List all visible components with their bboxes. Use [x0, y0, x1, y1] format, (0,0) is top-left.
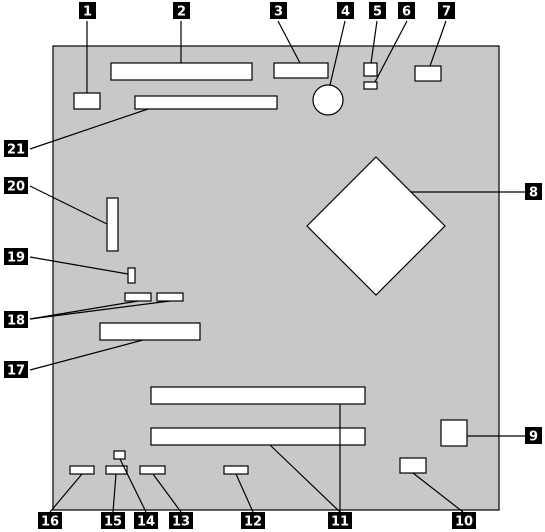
part-3-connector — [274, 63, 328, 78]
part-4-battery — [313, 85, 343, 115]
callout-18: 18 — [4, 311, 28, 329]
callout-11: 11 — [328, 512, 352, 530]
callout-label: 5 — [373, 5, 382, 20]
callout-label: 17 — [7, 364, 25, 379]
callout-label: 20 — [7, 180, 25, 195]
part-2-connector — [111, 63, 252, 80]
callout-label: 7 — [442, 5, 451, 20]
callout-label: 16 — [41, 515, 59, 530]
callout-7: 7 — [438, 2, 455, 20]
part-18-connector-right — [157, 293, 183, 301]
callout-label: 14 — [137, 515, 155, 530]
callout-2: 2 — [173, 2, 190, 20]
callout-label: 11 — [331, 515, 349, 530]
callout-19: 19 — [4, 248, 28, 266]
callout-15: 15 — [101, 512, 125, 530]
callout-label: 15 — [104, 515, 122, 530]
callout-label: 8 — [529, 186, 538, 201]
callout-5: 5 — [369, 2, 386, 20]
callout-label: 10 — [455, 515, 473, 530]
part-7-connector — [415, 66, 441, 81]
callout-1: 1 — [79, 2, 96, 20]
callout-label: 21 — [7, 143, 25, 158]
callout-17: 17 — [4, 361, 28, 379]
callout-3: 3 — [270, 2, 287, 20]
part-5-jumper — [364, 63, 377, 76]
callout-14: 14 — [134, 512, 158, 530]
callout-6: 6 — [398, 2, 415, 20]
callout-20: 20 — [4, 177, 28, 195]
callout-label: 1 — [83, 5, 92, 20]
part-17-connector — [100, 323, 200, 340]
part-18-connector-left — [125, 293, 151, 301]
part-10-connector — [400, 458, 426, 473]
callout-label: 13 — [172, 515, 190, 530]
callout-12: 12 — [241, 512, 265, 530]
callout-label: 6 — [402, 5, 411, 20]
callout-13: 13 — [169, 512, 193, 530]
callout-label: 19 — [7, 251, 25, 266]
part-9-connector — [441, 420, 467, 446]
callout-16: 16 — [38, 512, 62, 530]
part-14-connector — [114, 451, 125, 459]
callout-21: 21 — [4, 140, 28, 158]
callout-label: 18 — [7, 314, 25, 329]
part-11-slot-lower — [151, 428, 365, 445]
callout-9: 9 — [525, 427, 542, 445]
callout-label: 2 — [177, 5, 186, 20]
callout-10: 10 — [452, 512, 476, 530]
callout-label: 9 — [529, 430, 538, 445]
part-12-connector — [224, 466, 248, 474]
callout-label: 4 — [341, 5, 350, 20]
part-13-connector — [140, 466, 165, 474]
part-6-jumper — [364, 82, 377, 89]
part-19-jumper — [128, 268, 135, 283]
part-16-connector — [70, 466, 94, 474]
part-21-connector — [135, 96, 277, 109]
callout-label: 12 — [244, 515, 262, 530]
callout-4: 4 — [337, 2, 354, 20]
part-1-connector — [74, 93, 100, 109]
callout-8: 8 — [525, 183, 542, 201]
part-11-slot-upper — [151, 387, 365, 404]
callout-label: 3 — [274, 5, 283, 20]
part-20-connector — [107, 198, 118, 251]
